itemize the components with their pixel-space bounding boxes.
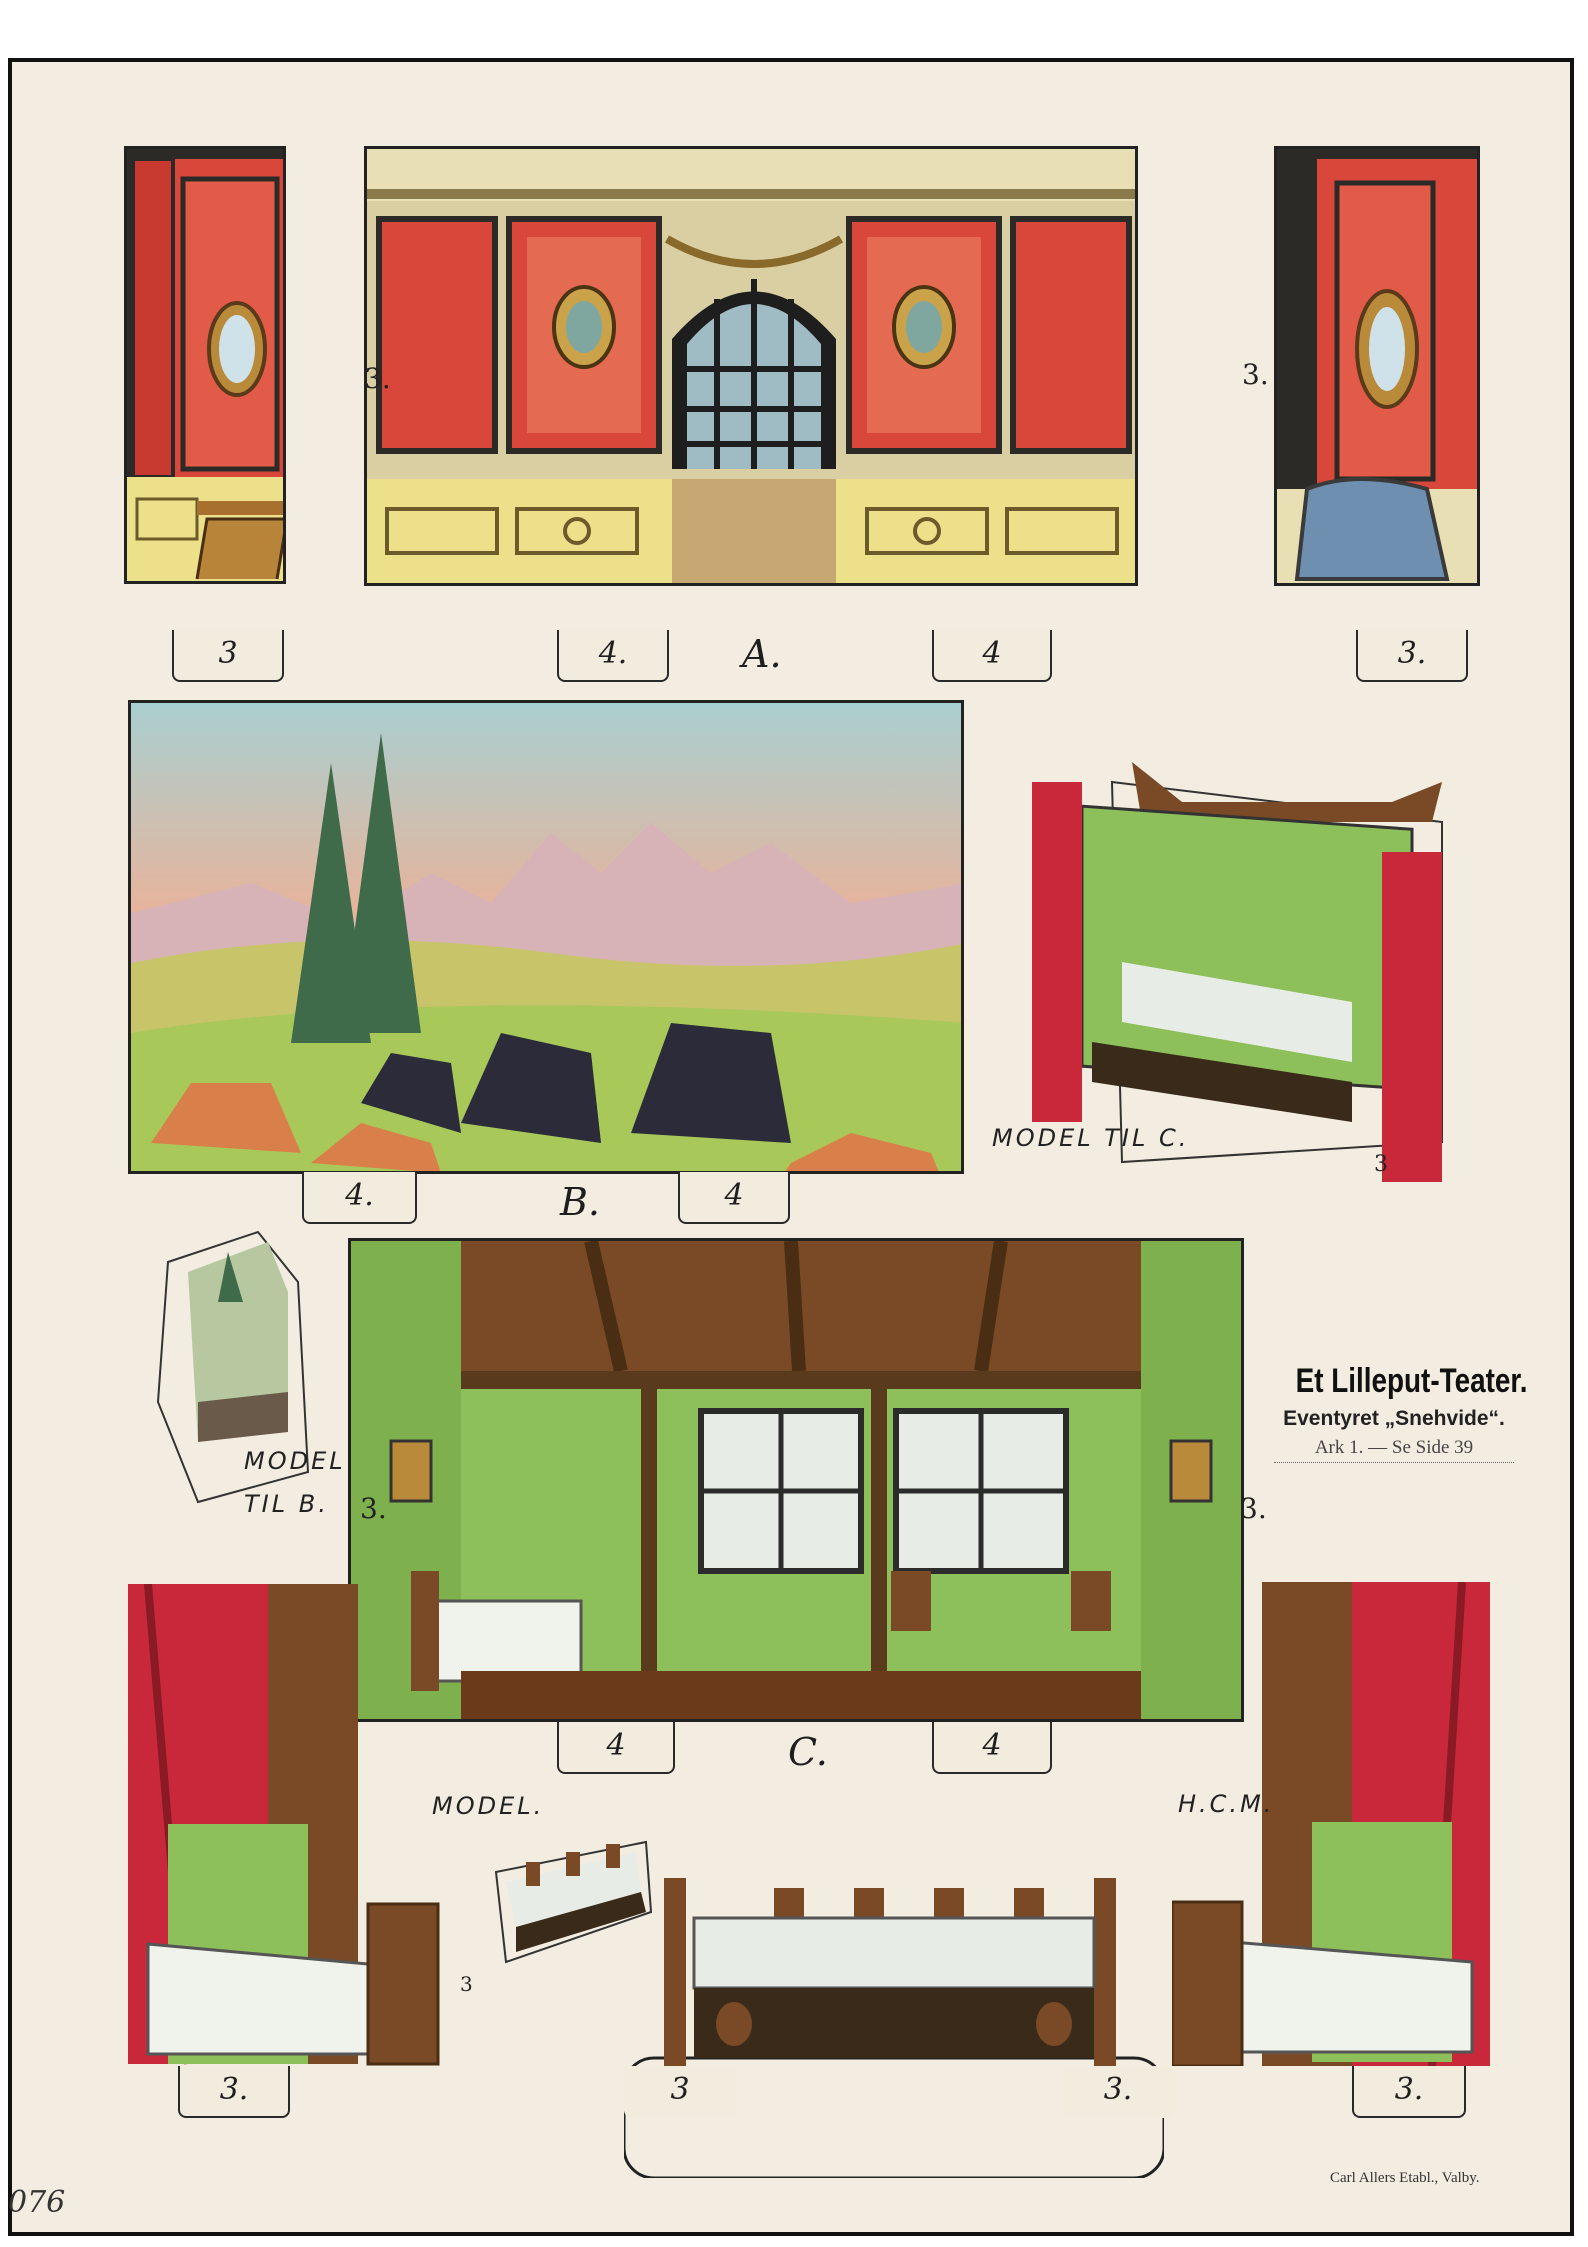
small-table-art <box>494 1840 653 1964</box>
salon-wall-art <box>367 149 1135 583</box>
label-model-til-c: MODEL TIL C. <box>992 1124 1190 1152</box>
tab-b-left: 4. <box>302 1172 417 1224</box>
tab-bottom-mid2: 3. <box>1062 2066 1174 2118</box>
scene-letter-c: C. <box>788 1730 828 1774</box>
tab-c-left: 4 <box>557 1722 675 1774</box>
cutout-sheet: 3. <box>8 58 1574 2236</box>
bottom-right-bed-wing <box>1170 1581 1490 2068</box>
scene-letter-b: B. <box>560 1180 601 1224</box>
title-main: Et Lilleput-Teater. <box>1295 1362 1528 1400</box>
salon-wing-left-art <box>127 157 283 581</box>
label-model-til-b-1: MODEL <box>244 1447 346 1475</box>
landscape-art <box>131 703 961 1171</box>
scene-a-right-wing <box>1274 146 1480 586</box>
left-bed-art <box>128 1583 440 2066</box>
label-model: MODEL. <box>432 1792 545 1820</box>
tab-b-right: 4 <box>678 1172 790 1224</box>
label-initials: H.C.M. <box>1178 1790 1275 1818</box>
right-bed-art <box>1170 1581 1490 2068</box>
model-c-preview <box>1022 742 1452 1182</box>
fold-number-c-right: 3. <box>1240 1492 1267 1525</box>
tab-a-mid1: 4. <box>557 630 669 682</box>
page-number: 076 <box>8 2185 66 2220</box>
tab-a-right: 3. <box>1356 630 1468 682</box>
tab-bottom-right: 3. <box>1352 2066 1466 2118</box>
title-subtitle: Eventyret „Snehvide“. <box>1283 1407 1505 1430</box>
bottom-left-bed-wing <box>128 1583 444 2066</box>
fold-number-model-c: 3 <box>1374 1152 1388 1177</box>
scene-b-landscape <box>128 700 964 1174</box>
tab-bottom-mid1: 3 <box>624 2066 736 2118</box>
model-c-art <box>1032 762 1443 1182</box>
fold-number-small-model: 3 <box>460 1972 473 1996</box>
scene-c-cabin <box>348 1238 1244 1722</box>
tab-a-mid2: 4 <box>932 630 1052 682</box>
tab-bottom-left: 3. <box>178 2066 290 2118</box>
tab-a-left: 3 <box>172 630 284 682</box>
salon-wing-right-art <box>1277 159 1477 583</box>
dining-table-art <box>622 1878 1166 2180</box>
fold-number-c-left: 3. <box>360 1492 387 1525</box>
model-b-art <box>156 1230 310 1504</box>
printer-credit: Carl Allers Etabl., Valby. <box>1330 2170 1480 2186</box>
scene-a-left-wing <box>124 146 286 584</box>
title-reference: Ark 1. — Se Side 39 <box>1274 1437 1514 1463</box>
title-block: Et Lilleput-Teater. Eventyret „Snehvide“… <box>1274 1362 1528 1463</box>
label-model-til-b-2: TIL B. <box>244 1490 329 1518</box>
fold-number-a-right-wall: 3. <box>1242 358 1269 391</box>
fold-number-a-left-wall: 3. <box>364 362 391 395</box>
scene-a-main-wall <box>364 146 1138 586</box>
scene-letter-a: A. <box>742 632 782 676</box>
model-b-preview <box>148 1222 348 1512</box>
dining-table-piece <box>622 1878 1166 2180</box>
tab-c-right: 4 <box>932 1722 1052 1774</box>
small-table-model <box>486 1832 656 1982</box>
cabin-art <box>351 1241 1241 1719</box>
